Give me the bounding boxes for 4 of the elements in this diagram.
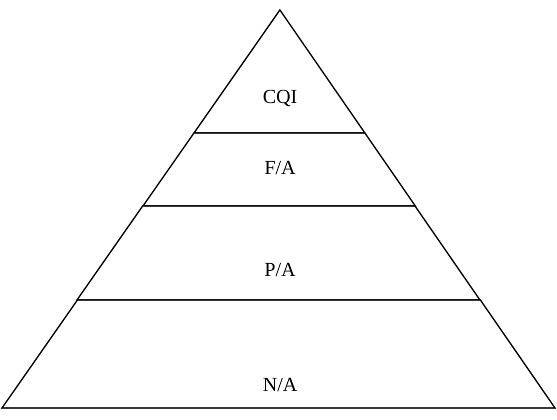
level-label: P/A <box>264 260 296 280</box>
level-label: CQI <box>262 87 298 107</box>
level-label: N/A <box>262 375 298 395</box>
level-label: F/A <box>264 158 296 178</box>
